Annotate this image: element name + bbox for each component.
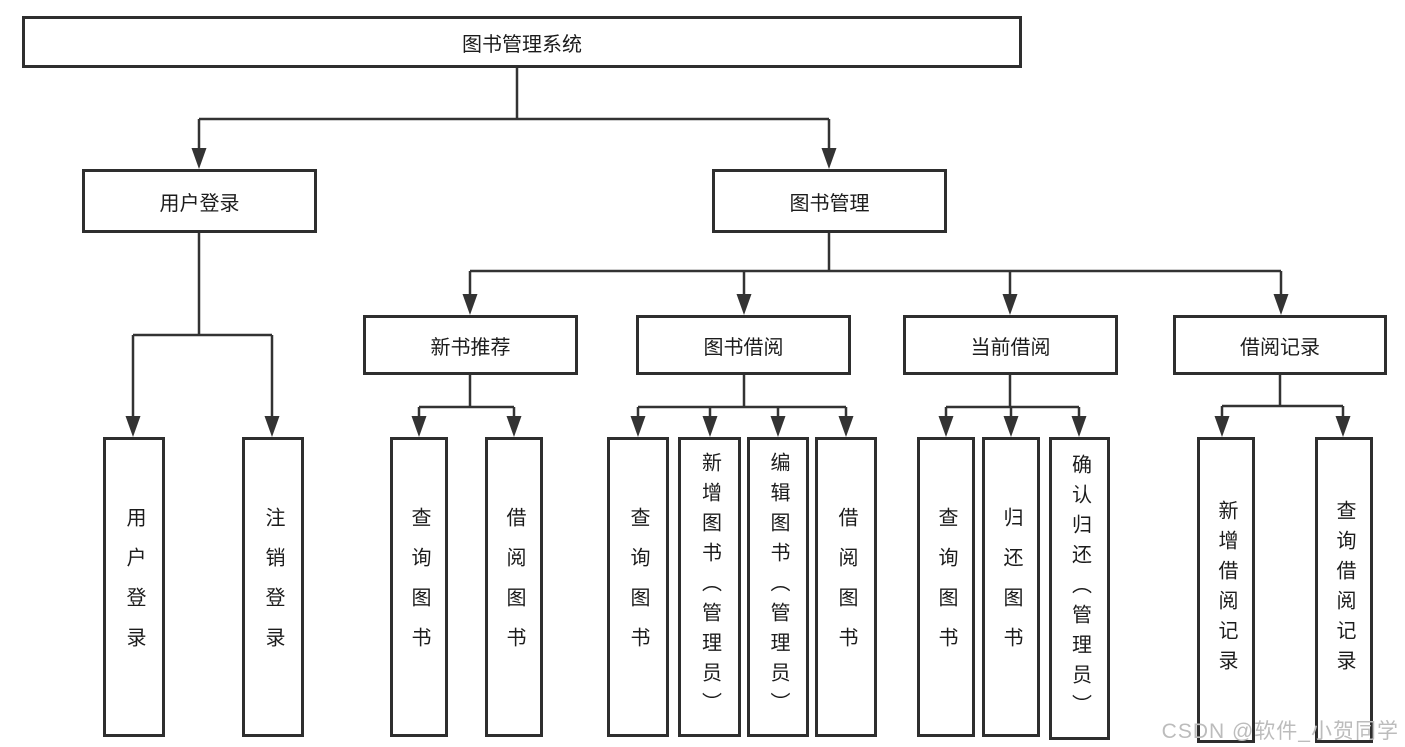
node-label: 注销登录 — [262, 507, 284, 667]
leaf-user-login: 用户登录 — [103, 437, 165, 737]
node-label: 借阅图书 — [835, 507, 857, 667]
node-label: 编辑图书（管理员） — [767, 452, 789, 722]
node-library-management-system: 图书管理系统 — [22, 16, 1022, 68]
node-label: 新书推荐 — [430, 336, 511, 359]
node-label: 用户登录 — [123, 507, 145, 667]
node-label: 图书借阅 — [703, 336, 784, 359]
leaf-query-borrow-record: 查询借阅记录 — [1315, 437, 1373, 743]
node-label: 归还图书 — [1000, 507, 1022, 667]
node-book-borrow: 图书借阅 — [636, 315, 851, 375]
leaf-add-book-admin: 新增图书（管理员） — [678, 437, 741, 737]
leaf-borrow-books-recommend: 借阅图书 — [485, 437, 543, 737]
node-user-login: 用户登录 — [82, 169, 317, 233]
node-label: 新增图书（管理员） — [698, 452, 721, 722]
node-label: 当前借阅 — [970, 336, 1051, 359]
node-label: 查询图书 — [627, 507, 649, 667]
leaf-return-book: 归还图书 — [982, 437, 1040, 737]
node-label: 借阅图书 — [503, 507, 525, 667]
node-label: 图书管理系统 — [462, 33, 582, 56]
node-label: 确认归还（管理员） — [1068, 453, 1091, 724]
leaf-logout: 注销登录 — [242, 437, 304, 737]
node-book-management: 图书管理 — [712, 169, 947, 233]
node-label: 借阅记录 — [1240, 336, 1320, 359]
node-borrow-records: 借阅记录 — [1173, 315, 1387, 375]
node-label: 新增借阅记录 — [1215, 500, 1237, 680]
node-label: 查询图书 — [935, 507, 957, 667]
node-label: 用户登录 — [159, 192, 240, 215]
leaf-borrow-books: 借阅图书 — [815, 437, 877, 737]
node-label: 图书管理 — [789, 192, 870, 215]
leaf-query-books-borrow: 查询图书 — [607, 437, 669, 737]
node-new-book-recommend: 新书推荐 — [363, 315, 578, 375]
csdn-watermark: CSDN @软件_小贺同学 — [1161, 720, 1399, 743]
leaf-query-books-recommend: 查询图书 — [390, 437, 448, 737]
node-label: 查询图书 — [408, 507, 430, 667]
node-label: 查询借阅记录 — [1333, 500, 1355, 680]
leaf-query-books-current: 查询图书 — [917, 437, 975, 737]
node-current-borrow: 当前借阅 — [903, 315, 1118, 375]
leaf-confirm-return-admin: 确认归还（管理员） — [1049, 437, 1110, 740]
leaf-edit-book-admin: 编辑图书（管理员） — [747, 437, 809, 737]
leaf-add-borrow-record: 新增借阅记录 — [1197, 437, 1255, 743]
